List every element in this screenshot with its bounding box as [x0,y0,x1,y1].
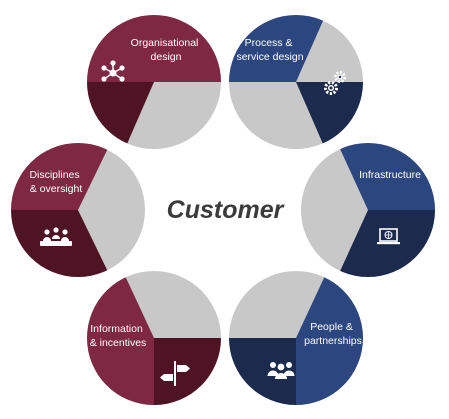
people-group-icon [267,362,295,379]
segment-information-incentives-label: Information & incentives [90,323,147,349]
segment-organisational-design-label: Organisational design [131,37,202,63]
segment-organisational-design: Organisational design [87,15,221,149]
segment-people-partnerships: People & partnerships [229,271,363,405]
center-label: Customer [167,196,285,224]
segment-disciplines-oversight: Disciplines & oversight [11,143,145,277]
segment-process-service-design: Process & service design [229,15,363,149]
segment-disciplines-oversight-label: Disciplines & oversight [29,169,82,195]
segment-people-partnerships-label: People & partnerships [304,321,362,347]
segment-information-incentives: Information & incentives [87,271,221,405]
segment-infrastructure: Infrastructure [301,143,435,277]
segment-infrastructure-label: Infrastructure [359,169,421,181]
network-icon [101,60,125,82]
segment-process-service-design-label: Process & service design [236,37,303,63]
meeting-table-icon [40,227,72,246]
laptop-globe-icon [377,228,400,245]
signpost-icon [160,361,190,386]
segment-information-incentives-light [87,271,154,405]
gears-icon [324,71,346,95]
